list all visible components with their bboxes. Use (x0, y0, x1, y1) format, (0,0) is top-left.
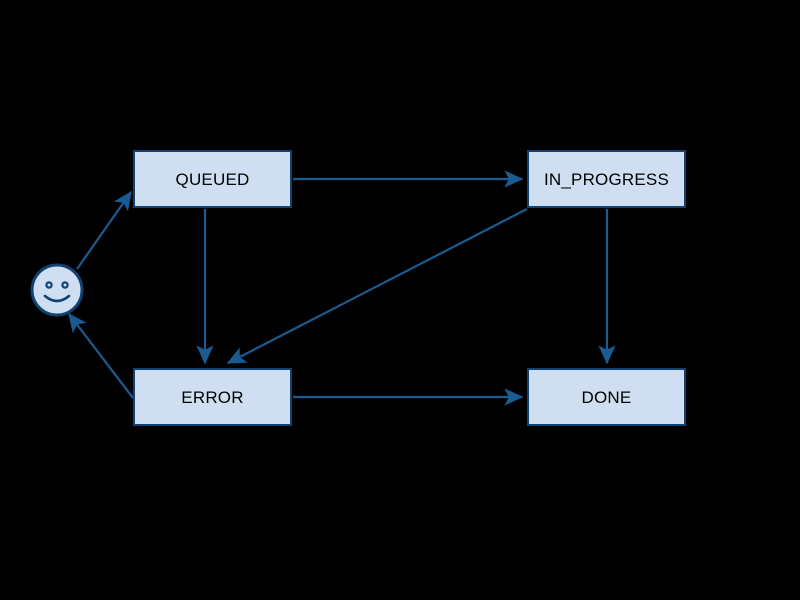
edge-error-to-start (68, 312, 134, 399)
edge-start-to-queued (76, 190, 132, 270)
state-node-done[interactable]: DONE (527, 368, 686, 426)
state-node-error[interactable]: ERROR (133, 368, 292, 426)
start-node[interactable] (29, 262, 85, 318)
state-node-in-progress[interactable]: IN_PROGRESS (527, 150, 686, 208)
edge-inprogress-to-error (226, 208, 528, 364)
state-label-in-progress: IN_PROGRESS (543, 169, 669, 189)
state-label-error: ERROR (181, 387, 244, 407)
state-label-queued: QUEUED (175, 169, 250, 189)
smiley-face-icon (30, 263, 84, 317)
state-label-done: DONE (581, 387, 632, 407)
state-node-queued[interactable]: QUEUED (133, 150, 292, 208)
